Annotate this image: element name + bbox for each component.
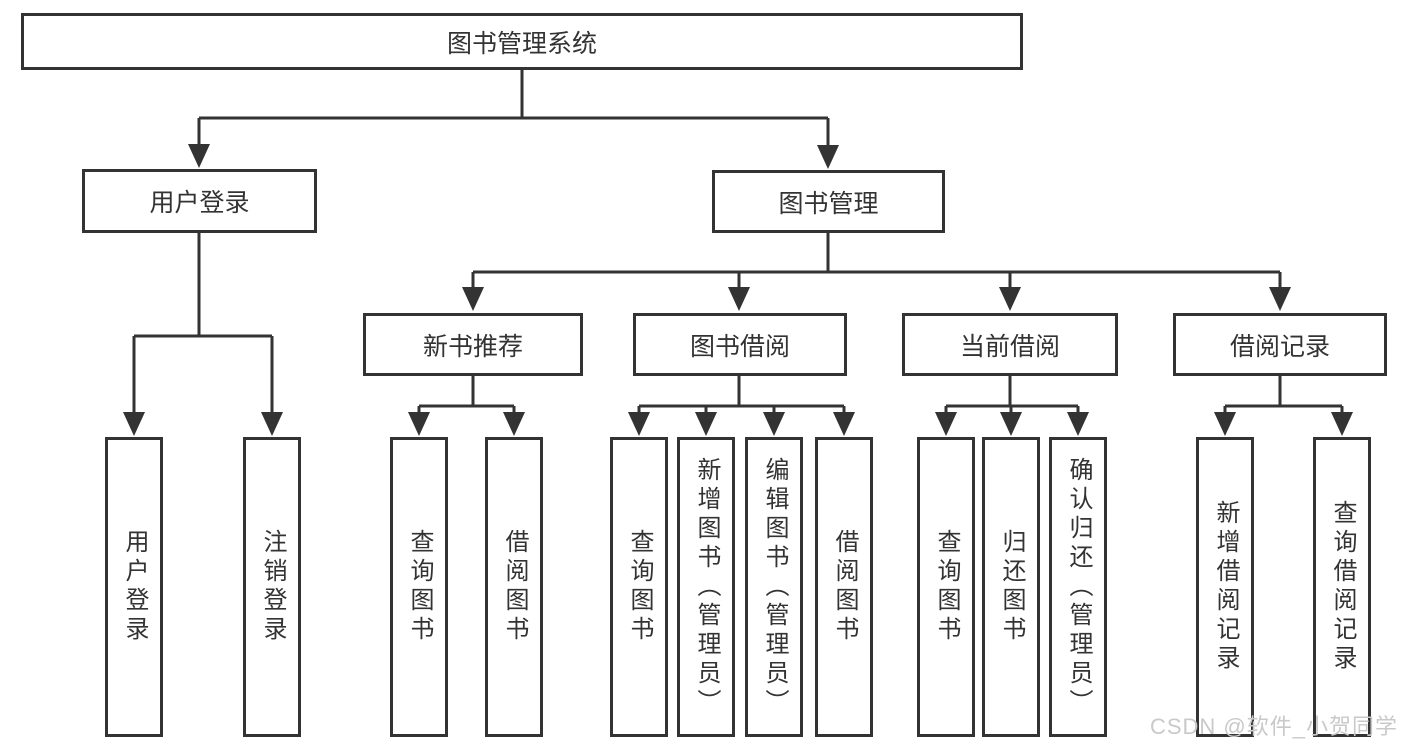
leaf-confirm-return-admin: 确认归还（管理员） xyxy=(1049,437,1107,737)
node-user-login: 用户登录 xyxy=(82,169,317,233)
leaf-label: 新增图书（管理员） xyxy=(693,456,720,718)
leaf-label: 确认归还（管理员） xyxy=(1065,456,1092,718)
leaf-label: 借阅图书 xyxy=(831,529,858,645)
leaf-label: 用户登录 xyxy=(121,529,148,645)
leaf-label: 查询图书 xyxy=(933,529,960,645)
leaf-add-books-admin: 新增图书（管理员） xyxy=(677,437,735,737)
leaf-label: 新增借阅记录 xyxy=(1212,500,1239,674)
leaf-label: 编辑图书（管理员） xyxy=(761,456,788,718)
node-new-book-recommend: 新书推荐 xyxy=(363,313,583,376)
leaf-query-borrow-record: 查询借阅记录 xyxy=(1313,437,1371,737)
leaf-query-books-borrow: 查询图书 xyxy=(610,437,668,737)
leaf-user-login: 用户登录 xyxy=(105,437,163,737)
node-current-borrow: 当前借阅 xyxy=(902,313,1118,376)
leaf-add-borrow-record: 新增借阅记录 xyxy=(1196,437,1254,737)
leaf-label: 注销登录 xyxy=(259,529,286,645)
leaf-label: 借阅图书 xyxy=(501,529,528,645)
leaf-query-books-current: 查询图书 xyxy=(917,437,975,737)
leaf-borrow-books: 借阅图书 xyxy=(815,437,873,737)
leaf-label: 查询图书 xyxy=(406,529,433,645)
watermark: CSDN @软件_小贺同学 xyxy=(1149,714,1398,739)
leaf-logout: 注销登录 xyxy=(243,437,301,737)
node-borrow-records: 借阅记录 xyxy=(1173,313,1387,376)
leaf-label: 归还图书 xyxy=(998,529,1025,645)
leaf-label: 查询图书 xyxy=(626,529,653,645)
leaf-return-books: 归还图书 xyxy=(982,437,1040,737)
node-book-borrow: 图书借阅 xyxy=(633,313,847,376)
leaf-borrow-books-recommend: 借阅图书 xyxy=(485,437,543,737)
leaf-query-books-recommend: 查询图书 xyxy=(390,437,448,737)
node-root-system: 图书管理系统 xyxy=(21,13,1023,70)
leaf-label: 查询借阅记录 xyxy=(1329,500,1356,674)
leaf-edit-books-admin: 编辑图书（管理员） xyxy=(745,437,803,737)
node-book-management: 图书管理 xyxy=(712,170,945,233)
